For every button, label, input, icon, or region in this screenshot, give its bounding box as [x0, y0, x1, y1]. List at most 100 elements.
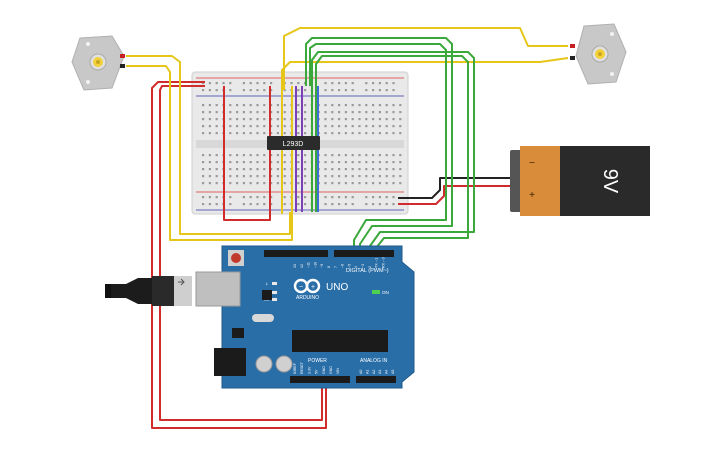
breadboard-hole — [338, 161, 341, 164]
breadboard-hole — [202, 182, 205, 185]
breadboard-hole — [385, 111, 388, 114]
breadboard-hole — [229, 154, 232, 157]
breadboard-hole — [385, 161, 388, 164]
breadboard-hole — [202, 89, 205, 92]
breadboard-hole — [208, 89, 211, 92]
breadboard-hole — [297, 104, 300, 107]
breadboard-hole — [215, 161, 218, 164]
breadboard-hole — [297, 132, 300, 135]
pin-label: 4 — [354, 266, 358, 268]
breadboard-hole — [202, 154, 205, 157]
breadboard-hole — [270, 203, 273, 206]
breadboard-hole — [256, 168, 259, 171]
breadboard-hole — [229, 118, 232, 121]
breadboard-hole — [249, 175, 252, 178]
analog-header — [356, 376, 396, 383]
breadboard-hole — [202, 111, 205, 114]
breadboard-hole — [263, 104, 266, 107]
breadboard-hole — [256, 118, 259, 121]
breadboard-hole — [297, 82, 300, 85]
breadboard-hole — [236, 168, 239, 171]
breadboard-hole — [270, 154, 273, 157]
breadboard-hole — [378, 111, 381, 114]
breadboard-hole — [208, 132, 211, 135]
breadboard-hole — [249, 132, 252, 135]
breadboard-hole — [385, 132, 388, 135]
breadboard-hole — [378, 175, 381, 178]
reset-button-cap[interactable] — [231, 253, 241, 263]
breadboard-hole — [283, 203, 286, 206]
atmega-chip — [292, 330, 388, 352]
breadboard-hole — [202, 196, 205, 199]
breadboard-hole — [229, 203, 232, 206]
breadboard-hole — [351, 132, 354, 135]
breadboard-hole — [256, 89, 259, 92]
breadboard-hole — [378, 125, 381, 128]
breadboard-hole — [215, 104, 218, 107]
breadboard-hole — [378, 196, 381, 199]
breadboard-hole — [215, 168, 218, 171]
breadboard-hole — [256, 104, 259, 107]
breadboard-hole — [378, 104, 381, 107]
breadboard-hole — [304, 196, 307, 199]
breadboard-hole — [351, 104, 354, 107]
pin-label: 2 — [368, 266, 372, 268]
wire-green-b — [309, 43, 447, 252]
breadboard-hole — [276, 168, 279, 171]
breadboard-hole — [372, 203, 375, 206]
breadboard-hole — [338, 154, 341, 157]
pin-label: ~6 — [341, 264, 345, 268]
breadboard-hole — [344, 196, 347, 199]
breadboard-hole — [283, 161, 286, 164]
left-dc-motor — [71, 35, 125, 91]
usb-icon — [178, 278, 185, 286]
breadboard-hole — [242, 104, 245, 107]
breadboard-hole — [242, 161, 245, 164]
breadboard-hole — [338, 104, 341, 107]
arduino-model: UNO — [326, 282, 348, 293]
breadboard-hole — [378, 154, 381, 157]
breadboard-hole — [331, 132, 334, 135]
breadboard-hole — [385, 82, 388, 85]
breadboard-hole — [331, 118, 334, 121]
breadboard-hole — [215, 196, 218, 199]
breadboard-hole — [297, 111, 300, 114]
breadboard-hole — [242, 82, 245, 85]
breadboard-hole — [256, 182, 259, 185]
breadboard-hole — [378, 161, 381, 164]
breadboard-hole — [229, 132, 232, 135]
breadboard-hole — [344, 203, 347, 206]
breadboard-hole — [283, 182, 286, 185]
breadboard-hole — [202, 118, 205, 121]
breadboard-hole — [270, 161, 273, 164]
breadboard-hole — [229, 111, 232, 114]
breadboard-hole — [365, 89, 368, 92]
breadboard-hole — [338, 175, 341, 178]
breadboard-hole — [351, 161, 354, 164]
breadboard-hole — [242, 196, 245, 199]
breadboard-hole — [297, 175, 300, 178]
breadboard-hole — [249, 161, 252, 164]
breadboard-hole — [249, 196, 252, 199]
breadboard-hole — [338, 89, 341, 92]
breadboard-hole — [351, 175, 354, 178]
breadboard-hole — [236, 182, 239, 185]
breadboard-hole — [256, 154, 259, 157]
breadboard-hole — [215, 118, 218, 121]
breadboard-hole — [270, 104, 273, 107]
breadboard-hole — [365, 132, 368, 135]
arduino-infinity-logo: − + — [293, 278, 321, 294]
breadboard-hole — [399, 161, 402, 164]
breadboard-hole — [276, 104, 279, 107]
breadboard-hole — [399, 104, 402, 107]
breadboard-hole — [372, 82, 375, 85]
breadboard-hole — [304, 154, 307, 157]
breadboard-hole — [365, 175, 368, 178]
crystal — [252, 314, 274, 322]
breadboard-hole — [215, 111, 218, 114]
breadboard-hole — [344, 132, 347, 135]
wires — [126, 27, 569, 429]
breadboard-hole — [378, 82, 381, 85]
breadboard-hole — [331, 111, 334, 114]
